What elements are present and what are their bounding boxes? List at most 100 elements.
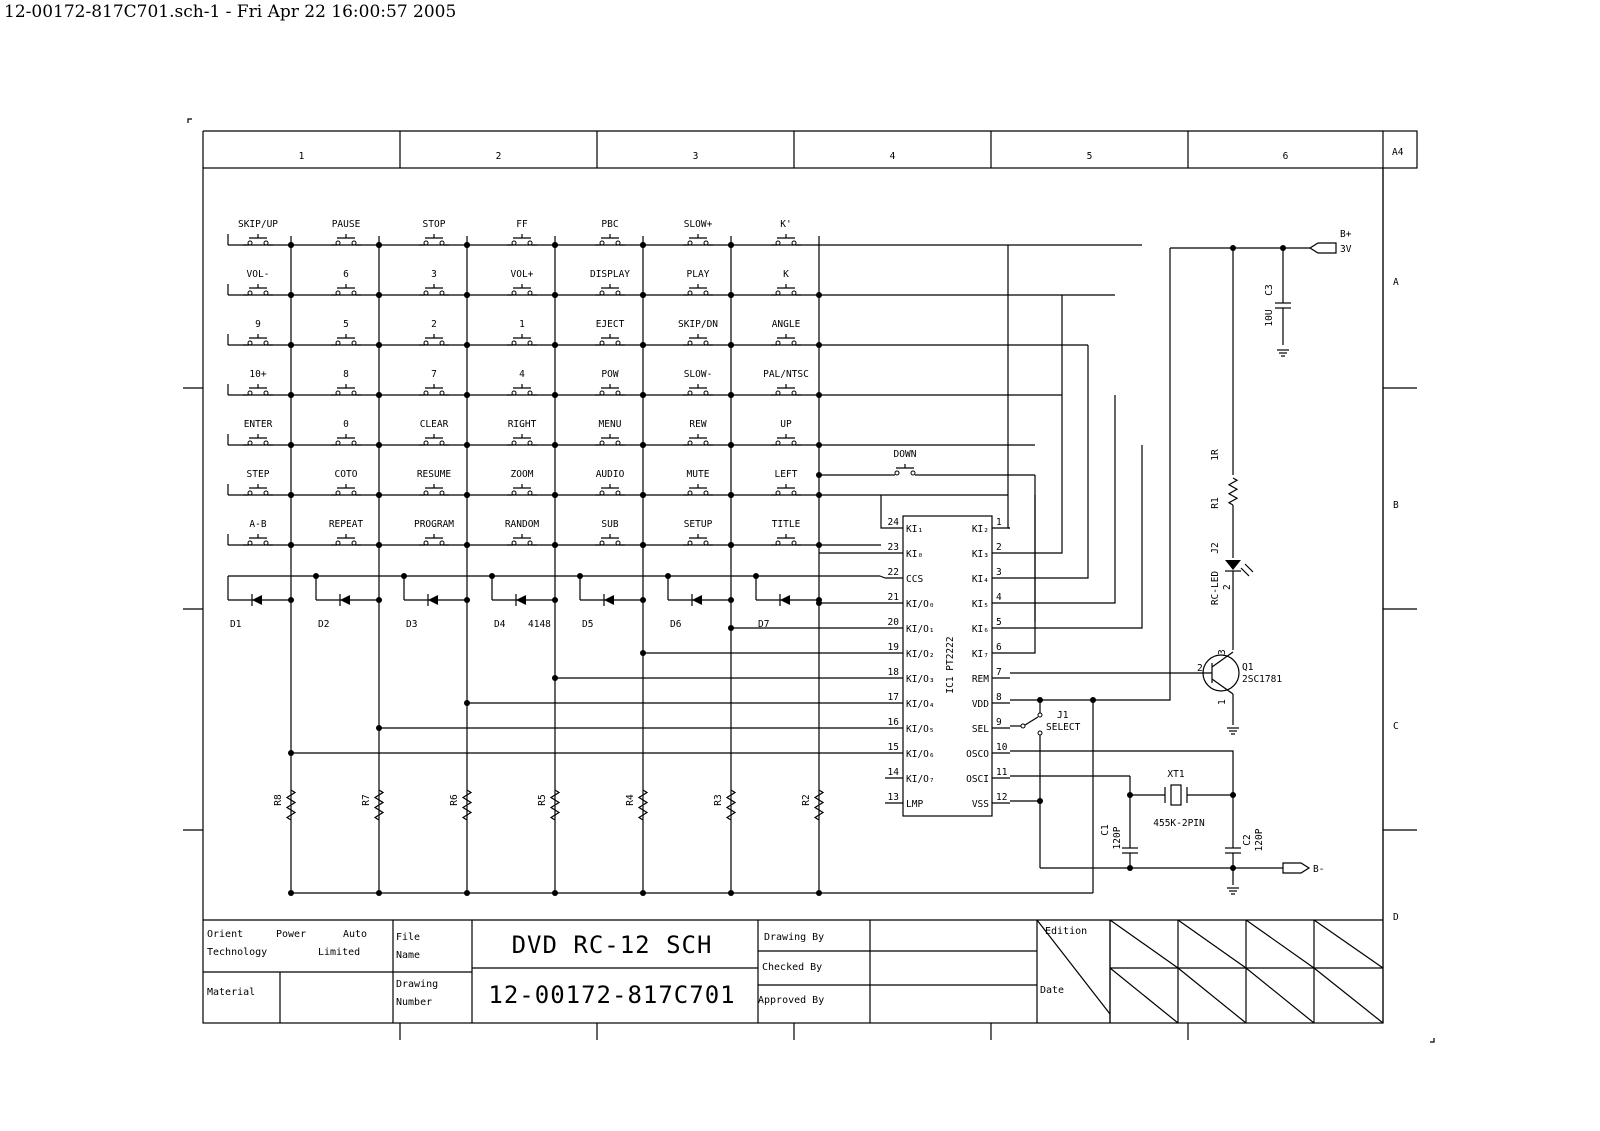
- contact: [335, 240, 341, 246]
- resistor-label: R5: [537, 794, 548, 805]
- pin-name: KI/O₄: [906, 699, 935, 710]
- contact: [439, 240, 445, 246]
- contact: [1037, 730, 1043, 736]
- r1-value: 1R: [1210, 449, 1221, 461]
- contact: [527, 290, 533, 296]
- pin-name: KI₂: [972, 524, 989, 535]
- contact: [615, 240, 621, 246]
- ic1-pt2222: IC1 PT222224KI₁23KI₀22CCS21KI/O₀20KI/O₁1…: [288, 245, 1143, 817]
- junction-dot: [288, 597, 294, 603]
- contact: [599, 490, 605, 496]
- pin-name: KI₄: [972, 574, 989, 585]
- pull-resistor: [637, 789, 649, 821]
- contact: [351, 540, 357, 546]
- key-switch: VOL-: [243, 269, 273, 296]
- key-switch: ZOOM: [507, 469, 537, 496]
- diode: D5: [579, 576, 646, 630]
- pin-number: 16: [888, 717, 900, 728]
- contact: [615, 490, 621, 496]
- resistor-label: R8: [273, 794, 284, 806]
- contact: [527, 390, 533, 396]
- key-label: REPEAT: [329, 519, 364, 530]
- junction-dot: [1037, 798, 1043, 804]
- drawing-number: 12-00172-817C701: [488, 981, 735, 1009]
- key-label: SKIP/DN: [678, 319, 718, 330]
- hatch: [1109, 967, 1179, 1024]
- contact: [263, 290, 269, 296]
- j1-label: J1: [1057, 710, 1069, 721]
- key-switch: PAUSE: [331, 219, 361, 246]
- key-label: 7: [431, 369, 437, 380]
- key-label: VOL-: [247, 269, 270, 280]
- key-label: DOWN: [894, 449, 917, 460]
- contact: [1037, 712, 1043, 718]
- key-switch: RANDOM: [505, 519, 540, 546]
- pin-number: 22: [888, 567, 899, 578]
- key-label: SKIP/UP: [238, 219, 278, 230]
- key-switch: PROGRAM: [414, 519, 454, 546]
- contact: [599, 540, 605, 546]
- pin-number: 11: [996, 767, 1008, 778]
- contact: [615, 290, 621, 296]
- key-switch: SUB: [595, 519, 625, 546]
- junction-dot: [376, 597, 382, 603]
- row-label: B: [1393, 500, 1399, 511]
- key-switch: FF: [507, 219, 537, 246]
- key-label: RIGHT: [508, 419, 537, 430]
- key-label: K: [783, 269, 789, 280]
- key-label: RANDOM: [505, 519, 540, 530]
- contact: [703, 340, 709, 346]
- ic-return: [1010, 295, 1063, 554]
- hatch: [1109, 919, 1179, 969]
- ground-symbol: [1227, 887, 1239, 895]
- date-label: Date: [1040, 985, 1064, 996]
- q1-pin-e: 1: [1217, 699, 1228, 705]
- pin-number: 12: [996, 792, 1007, 803]
- pin-name: OSCI: [966, 774, 989, 785]
- key-label: 2: [431, 319, 437, 330]
- c1-value: 120P: [1112, 826, 1123, 849]
- key-label: DISPLAY: [590, 269, 630, 280]
- key-label: VOL+: [511, 269, 534, 280]
- key-label: SETUP: [684, 519, 713, 530]
- diode-body: [428, 595, 438, 605]
- pull-resistor: [461, 789, 473, 821]
- contact: [775, 240, 781, 246]
- diode-body: [252, 595, 262, 605]
- pin-number: 21: [888, 592, 900, 603]
- pin-name: KI/O₃: [906, 674, 935, 685]
- wire: [879, 575, 886, 579]
- contact: [247, 490, 253, 496]
- contact: [615, 440, 621, 446]
- pin-name: KI/O₅: [906, 724, 935, 735]
- pin-name: SEL: [972, 724, 989, 735]
- edition-label: Edition: [1045, 926, 1087, 937]
- junction-dot: [640, 650, 646, 656]
- key-label: ANGLE: [772, 319, 801, 330]
- junction-dot: [464, 597, 470, 603]
- hatch: [1313, 919, 1384, 969]
- drawing-by-label: Drawing By: [764, 932, 824, 943]
- diode-body: [604, 595, 614, 605]
- key-switch: 6: [331, 269, 361, 296]
- diode-part: 4148: [528, 619, 551, 630]
- contact: [615, 540, 621, 546]
- column-label: 2: [496, 151, 502, 162]
- pin-name: KI/O₁: [906, 624, 935, 635]
- key-label: 6: [343, 269, 349, 280]
- junction-dot: [816, 472, 822, 478]
- diode-body: [780, 595, 790, 605]
- key-label: LEFT: [775, 469, 798, 480]
- key-switch: K: [771, 269, 801, 296]
- company-name: Limited: [318, 947, 360, 958]
- key-label: RESUME: [417, 469, 452, 480]
- b-minus-port: [1282, 862, 1311, 874]
- junction-dot: [288, 750, 294, 756]
- pin-number: 14: [888, 767, 900, 778]
- key-label: PAUSE: [332, 219, 361, 230]
- contact: [423, 440, 429, 446]
- key-switch: DISPLAY: [590, 269, 630, 296]
- pull-resistor: [725, 789, 737, 821]
- c3-value: 10U: [1264, 309, 1275, 326]
